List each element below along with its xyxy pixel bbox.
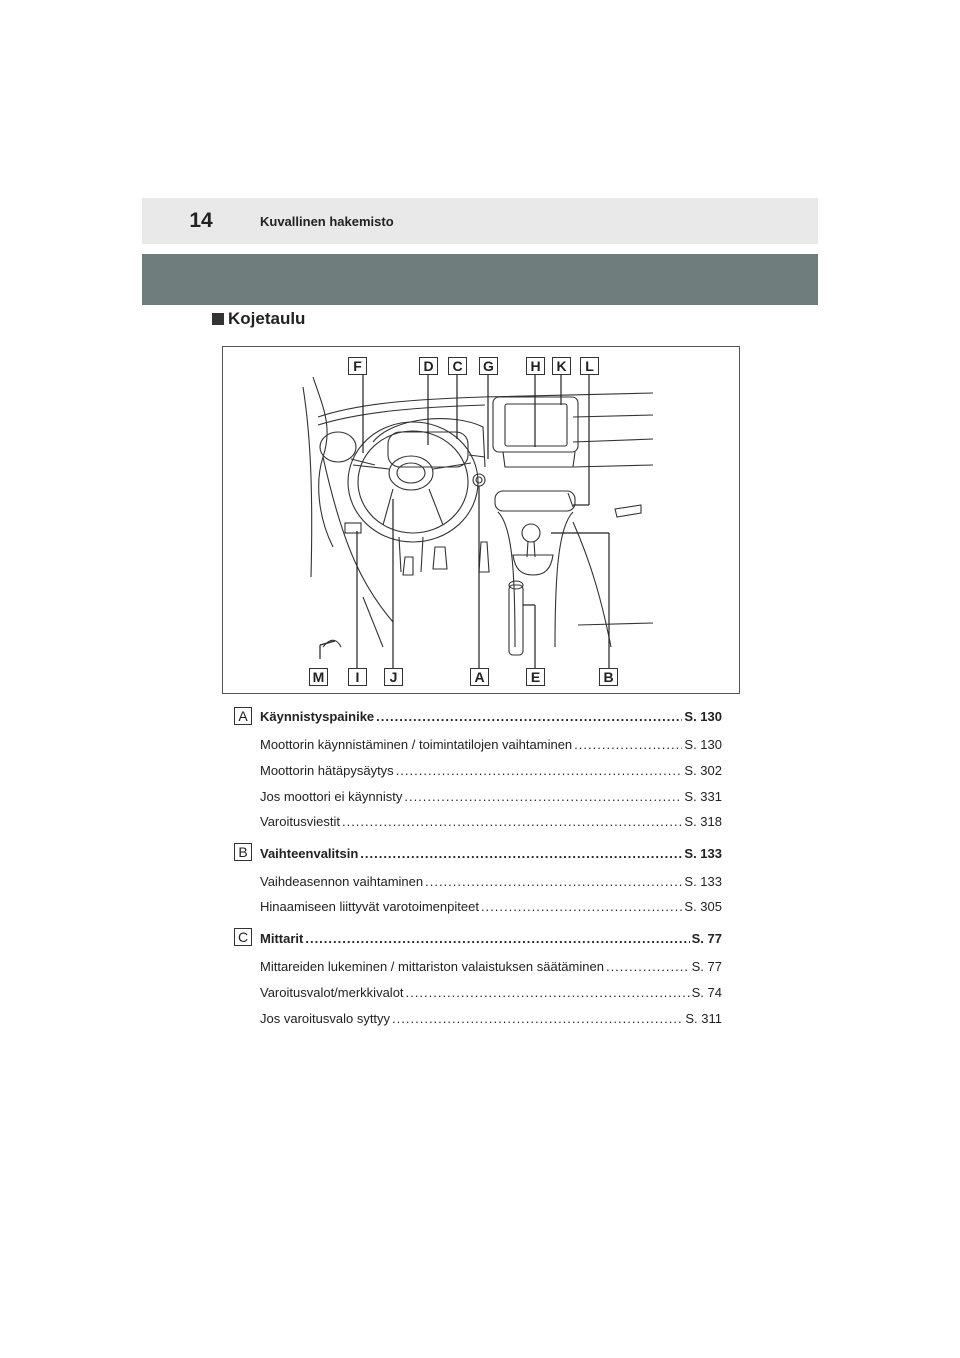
entry-text: Mittareiden lukeminen / mittariston vala…: [260, 959, 604, 974]
page-ref: S. 130: [684, 709, 722, 724]
leader-dots: [305, 931, 689, 946]
entry-text: Moottorin käynnistäminen / toimintatiloj…: [260, 737, 573, 752]
entry-text: Varoitusviestit: [260, 814, 340, 829]
page-ref: S. 331: [684, 789, 722, 804]
page-ref: S. 77: [691, 959, 722, 974]
page-number: 14: [189, 209, 213, 232]
entry-text: Jos moottori ei käynnisty: [260, 789, 403, 804]
callout-label: G: [479, 357, 498, 375]
index-entry: Moottorin hätäpysäytys S. 302: [260, 763, 722, 778]
leader-dots: [342, 814, 682, 829]
callout-label: H: [526, 357, 545, 375]
index-entry-main: Vaihteenvalitsin S. 133: [260, 846, 722, 861]
index-entry: Mittareiden lukeminen / mittariston vala…: [260, 959, 722, 974]
callout-label: M: [309, 668, 328, 686]
page-ref: S. 77: [691, 931, 722, 946]
entry-letter-badge: C: [234, 928, 252, 946]
section-title: Kojetaulu: [212, 309, 305, 329]
entry-text: Hinaamiseen liittyvät varotoimenpiteet: [260, 899, 479, 914]
index-entry: Moottorin käynnistäminen / toimintatiloj…: [260, 737, 722, 752]
index-entry: Varoitusviestit S. 318: [260, 814, 722, 829]
entry-text: Vaihteenvalitsin: [260, 846, 359, 861]
page-ref: S. 318: [684, 814, 722, 829]
page-ref: S. 133: [684, 846, 722, 861]
dashboard-drawing: [302, 375, 654, 669]
index-entry: Vaihdeasennon vaihtaminen S. 133: [260, 874, 722, 889]
callout-label: D: [419, 357, 438, 375]
callout-label: L: [580, 357, 599, 375]
index-entry: Jos moottori ei käynnisty S. 331: [260, 789, 722, 804]
entry-text: Moottorin hätäpysäytys: [260, 763, 394, 778]
callout-label: F: [348, 357, 367, 375]
dashboard-illustration: F D C G H K L M I J A E B: [222, 346, 740, 694]
index-entry-main: Käynnistyspainike S. 130: [260, 709, 722, 724]
index-entry: Jos varoitusvalo syttyy S. 311: [260, 1011, 722, 1026]
leader-dots: [406, 985, 690, 1000]
leader-dots: [574, 737, 682, 752]
page-header: 14 Kuvallinen hakemisto: [142, 198, 818, 244]
header-band: [142, 254, 818, 305]
callout-label: E: [526, 668, 545, 686]
callout-label: K: [552, 357, 571, 375]
callout-label: C: [448, 357, 467, 375]
entry-text: Mittarit: [260, 931, 304, 946]
callout-label: I: [348, 668, 367, 686]
leader-dots: [481, 899, 682, 914]
index-entry: Hinaamiseen liittyvät varotoimenpiteet S.…: [260, 899, 722, 914]
leader-dots: [425, 874, 682, 889]
page-ref: S. 133: [684, 874, 722, 889]
leader-dots: [376, 709, 682, 724]
page-ref: S. 302: [684, 763, 722, 778]
leader-dots: [404, 789, 682, 804]
page-ref: S. 130: [684, 737, 722, 752]
entry-letter-badge: B: [234, 843, 252, 861]
entry-letter-badge: A: [234, 707, 252, 725]
bullet-square-icon: [212, 313, 224, 325]
entry-text: Käynnistyspainike: [260, 709, 375, 724]
leader-dots: [606, 959, 690, 974]
leader-dots: [392, 1011, 683, 1026]
page-ref: S. 74: [691, 985, 722, 1000]
header-title: Kuvallinen hakemisto: [260, 213, 394, 229]
index-entry-main: Mittarit S. 77: [260, 931, 722, 946]
callout-label: A: [470, 668, 489, 686]
page-ref: S. 305: [684, 899, 722, 914]
callout-label: J: [384, 668, 403, 686]
entry-text: Vaihdeasennon vaihtaminen: [260, 874, 424, 889]
page-ref: S. 311: [685, 1011, 722, 1026]
leader-dots: [396, 763, 683, 778]
section-title-text: Kojetaulu: [228, 309, 306, 328]
index-entry: Varoitusvalot/merkkivalot S. 74: [260, 985, 722, 1000]
leader-dots: [360, 846, 682, 861]
entry-text: Varoitusvalot/merkkivalot: [260, 985, 404, 1000]
callout-label: B: [599, 668, 618, 686]
entry-text: Jos varoitusvalo syttyy: [260, 1011, 391, 1026]
